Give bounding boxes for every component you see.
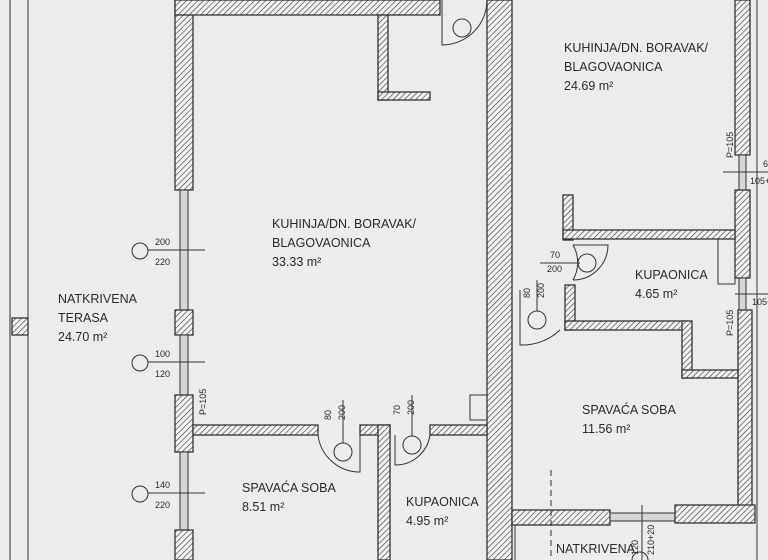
window-height: 210+20	[646, 525, 656, 555]
svg-text:KUHINJA/DN. BORAVAK/: KUHINJA/DN. BORAVAK/	[564, 41, 709, 55]
south-wall	[511, 470, 756, 560]
window-height: 105+	[752, 297, 768, 307]
door-height: 200	[547, 264, 562, 274]
door-height: 200	[406, 400, 416, 415]
bathroom-door	[540, 244, 609, 281]
svg-text:33.33 m²: 33.33 m²	[272, 255, 321, 269]
window-tag: 140 220	[131, 480, 205, 510]
window-tag: 200 220	[131, 237, 205, 267]
window-tag: 100 120	[131, 349, 205, 379]
east-wall	[734, 0, 758, 560]
door-width: 70	[392, 405, 402, 415]
door-width: 80	[522, 288, 532, 298]
window-height: 120	[155, 369, 170, 379]
window-tag: 6 105+2	[723, 159, 768, 186]
terrace-edge	[9, 0, 29, 560]
room-label-covered-right: NATKRIVENA	[556, 542, 636, 556]
bathroom-wall	[681, 369, 739, 379]
window-width: 200	[155, 237, 170, 247]
window-tag: 120 210+20	[630, 525, 656, 560]
parapet-height: P=105	[725, 310, 735, 336]
west-wall	[174, 0, 194, 560]
window-height: 105+2	[750, 176, 768, 186]
bathroom-door	[394, 395, 431, 466]
svg-text:BLAGOVAONICA: BLAGOVAONICA	[272, 236, 371, 250]
svg-text:SPAVAĆA SOBA: SPAVAĆA SOBA	[582, 402, 676, 417]
svg-text:4.95 m²: 4.95 m²	[406, 514, 448, 528]
bathroom-wall	[562, 194, 574, 241]
room-label-bedroom-left: SPAVAĆA SOBA 8.51 m²	[242, 480, 336, 514]
room-label-kitchen-left: KUHINJA/DN. BORAVAK/ BLAGOVAONICA 33.33 …	[272, 217, 417, 269]
central-wall	[486, 0, 513, 560]
bedroom-door	[519, 280, 561, 346]
kitchen-stub-wall	[377, 14, 389, 101]
svg-text:NATKRIVENA: NATKRIVENA	[58, 292, 138, 306]
bathroom-wall	[377, 424, 391, 560]
bedroom-wall	[192, 424, 319, 436]
room-label-bathroom-left: KUPAONICA 4.95 m²	[406, 495, 479, 528]
window-tag: 105+	[735, 293, 768, 307]
niche	[717, 238, 736, 285]
svg-text:KUPAONICA: KUPAONICA	[635, 268, 708, 282]
niche	[469, 394, 488, 421]
svg-text:NATKRIVENA: NATKRIVENA	[556, 542, 636, 556]
svg-text:KUPAONICA: KUPAONICA	[406, 495, 479, 509]
window-width: 6	[763, 159, 768, 169]
door-height: 200	[536, 283, 546, 298]
room-label-bathroom-right: KUPAONICA 4.65 m²	[635, 268, 708, 301]
svg-text:BLAGOVAONICA: BLAGOVAONICA	[564, 60, 663, 74]
room-label-terrace: NATKRIVENA TERASA 24.70 m²	[58, 292, 138, 344]
door-width: 70	[550, 250, 560, 260]
svg-text:24.70 m²: 24.70 m²	[58, 330, 107, 344]
bathroom-wall	[562, 229, 736, 240]
room-label-kitchen-right: KUHINJA/DN. BORAVAK/ BLAGOVAONICA 24.69 …	[564, 41, 709, 93]
parapet-height: P=105	[198, 389, 208, 415]
parapet-height: P=105	[725, 132, 735, 158]
kitchen-stub-wall	[377, 91, 431, 101]
svg-text:KUHINJA/DN. BORAVAK/: KUHINJA/DN. BORAVAK/	[272, 217, 417, 231]
svg-text:8.51 m²: 8.51 m²	[242, 500, 284, 514]
svg-text:11.56 m²: 11.56 m²	[582, 422, 630, 436]
door-height: 200	[337, 405, 347, 420]
door-width: 80	[323, 410, 333, 420]
bedroom-door	[317, 400, 361, 473]
bathroom-wall	[429, 424, 488, 436]
window-height: 220	[155, 257, 170, 267]
window-width: 140	[155, 480, 170, 490]
svg-text:SPAVAĆA SOBA: SPAVAĆA SOBA	[242, 480, 336, 495]
svg-text:4.65 m²: 4.65 m²	[635, 287, 677, 301]
bathroom-wall	[564, 320, 689, 331]
room-label-bedroom-right: SPAVAĆA SOBA 11.56 m²	[582, 402, 676, 436]
window-width: 100	[155, 349, 170, 359]
svg-text:24.69 m²: 24.69 m²	[564, 79, 613, 93]
svg-text:TERASA: TERASA	[58, 311, 109, 325]
window-height: 220	[155, 500, 170, 510]
window	[179, 451, 189, 531]
north-wall	[174, 0, 441, 16]
window	[179, 334, 189, 396]
entrance-door	[441, 0, 488, 46]
window-width: 120	[630, 540, 640, 555]
